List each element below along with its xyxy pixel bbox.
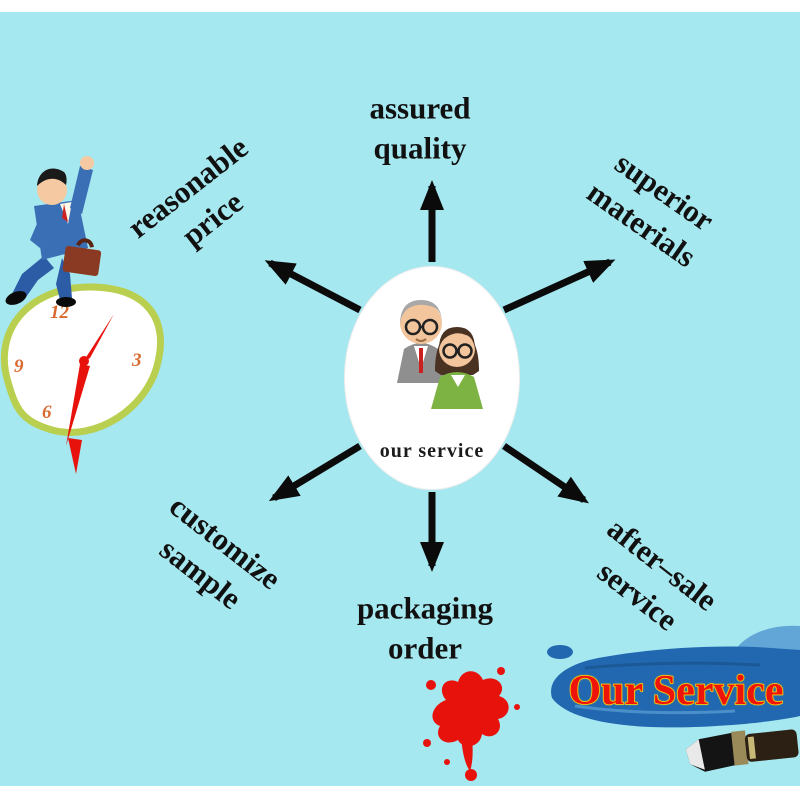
woman-icon: [431, 327, 483, 409]
service-label-line: assured: [369, 90, 471, 126]
arrow-bottom-right: [502, 443, 589, 504]
clock-hands: [66, 314, 114, 474]
paintbrush-icon: [685, 729, 799, 772]
top-white-margin: [0, 0, 800, 12]
clock-number-6: 6: [42, 402, 52, 423]
center-label: our service: [379, 440, 485, 462]
service-label-line: order: [387, 630, 463, 665]
center-bubble: our service: [344, 266, 520, 490]
bottom-white-margin: [0, 786, 800, 800]
businessman-illustration: [5, 156, 102, 307]
clock-number-12: 12: [50, 302, 70, 323]
arrow-top-right: [502, 258, 616, 314]
our-service-people-icon: [397, 300, 483, 409]
banner-title: Our Service: [568, 667, 785, 715]
arrow-bottom-left: [268, 443, 362, 502]
brush-stroke-banner: [547, 625, 800, 728]
service-label-line: quality: [373, 130, 467, 165]
paint-splatter: [423, 667, 520, 781]
service-label-line: packaging: [356, 590, 494, 626]
clock-number-3: 3: [131, 350, 142, 371]
melted-clock-illustration: 12 3 6 9: [0, 283, 164, 474]
service-label-assured-quality: assured quality: [369, 88, 470, 167]
arrow-top-left: [264, 259, 362, 314]
service-label-packaging-order: packaging order: [357, 588, 493, 667]
man-icon: [397, 300, 445, 383]
clock-number-9: 9: [14, 356, 24, 377]
